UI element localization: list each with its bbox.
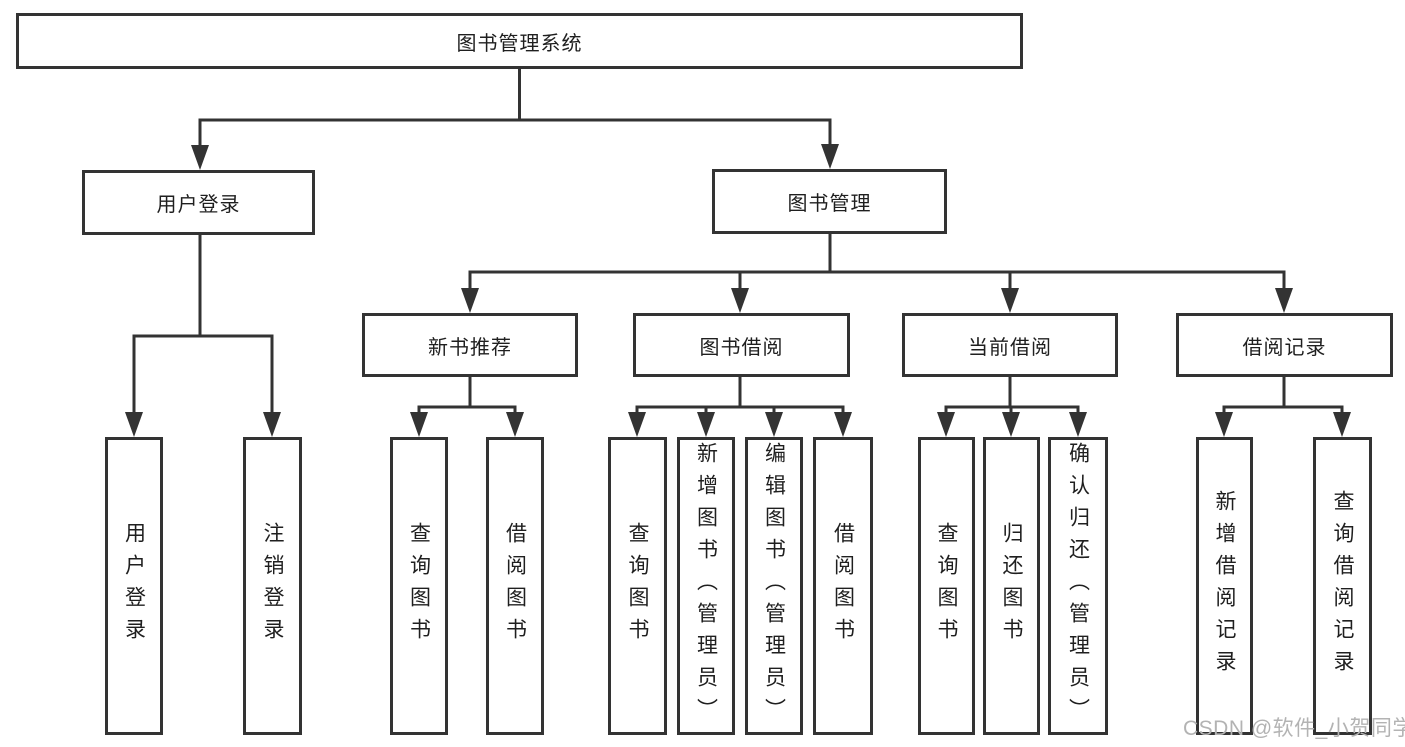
arrow-down-icon bbox=[1215, 412, 1233, 437]
connector-root-to-level2 bbox=[198, 68, 832, 152]
node-root: 图书管理系统 bbox=[16, 13, 1023, 69]
leaf-logout-label: 注销登录 bbox=[261, 522, 284, 650]
arrow-down-icon bbox=[263, 412, 281, 437]
connector-lines bbox=[132, 68, 1344, 420]
arrow-down-icon bbox=[1275, 288, 1293, 313]
arrowheads bbox=[125, 144, 1351, 437]
arrow-down-icon bbox=[1333, 412, 1351, 437]
leaf-query-borrow-record: 查询借阅记录 bbox=[1313, 437, 1372, 735]
leaf-confirm-return-admin: 确认归还（管理员） bbox=[1048, 437, 1108, 735]
arrow-down-icon bbox=[834, 412, 852, 437]
arrow-down-icon bbox=[191, 145, 209, 170]
node-current-borrowing: 当前借阅 bbox=[902, 313, 1118, 377]
arrow-down-icon bbox=[731, 288, 749, 313]
arrow-down-icon bbox=[765, 412, 783, 437]
leaf-confirm-return-admin-label: 确认归还（管理员） bbox=[1066, 442, 1090, 730]
leaf-add-borrow-record: 新增借阅记录 bbox=[1196, 437, 1253, 735]
node-current-borrowing-label: 当前借阅 bbox=[968, 336, 1052, 359]
node-book-management: 图书管理 bbox=[712, 169, 947, 234]
arrow-down-icon bbox=[506, 412, 524, 437]
node-book-management-label: 图书管理 bbox=[787, 193, 872, 215]
node-root-label: 图书管理系统 bbox=[456, 32, 583, 55]
leaf-query-books-borrow: 查询图书 bbox=[608, 437, 667, 735]
arrow-down-icon bbox=[628, 412, 646, 437]
leaf-borrow-books-recommend: 借阅图书 bbox=[486, 437, 544, 735]
leaf-borrow-books: 借阅图书 bbox=[813, 437, 873, 735]
connector-book-management-level3 bbox=[468, 233, 1286, 296]
node-borrowing-records-label: 借阅记录 bbox=[1242, 336, 1327, 359]
node-new-book-recommendation-label: 新书推荐 bbox=[428, 336, 512, 359]
connector-book-borrow-children bbox=[635, 377, 845, 420]
leaf-query-books-borrow-label: 查询图书 bbox=[626, 522, 649, 650]
leaf-edit-book-admin-label: 编辑图书（管理员） bbox=[762, 442, 786, 730]
arrow-down-icon bbox=[697, 412, 715, 437]
leaf-add-book-admin: 新增图书（管理员） bbox=[677, 437, 735, 735]
connector-new-book-children bbox=[417, 377, 517, 420]
leaf-user-login: 用户登录 bbox=[105, 437, 163, 735]
node-borrowing-records: 借阅记录 bbox=[1176, 313, 1393, 377]
leaf-return-book: 归还图书 bbox=[983, 437, 1040, 735]
leaf-query-books-current: 查询图书 bbox=[918, 437, 975, 735]
arrow-down-icon bbox=[125, 412, 143, 437]
leaf-query-books-recommend-label: 查询图书 bbox=[407, 522, 431, 650]
arrow-down-icon bbox=[1001, 288, 1019, 313]
leaf-return-book-label: 归还图书 bbox=[1000, 522, 1023, 650]
connector-user-login-children bbox=[132, 234, 274, 420]
node-book-borrowing-label: 图书借阅 bbox=[699, 336, 784, 359]
node-book-borrowing: 图书借阅 bbox=[633, 313, 850, 377]
leaf-add-book-admin-label: 新增图书（管理员） bbox=[694, 442, 718, 730]
leaf-borrow-books-recommend-label: 借阅图书 bbox=[503, 522, 527, 650]
leaf-edit-book-admin: 编辑图书（管理员） bbox=[745, 437, 803, 735]
leaf-query-books-current-label: 查询图书 bbox=[935, 522, 958, 650]
node-user-login: 用户登录 bbox=[82, 170, 315, 235]
leaf-query-books-recommend: 查询图书 bbox=[390, 437, 448, 735]
arrow-down-icon bbox=[410, 412, 428, 437]
leaf-query-borrow-record-label: 查询借阅记录 bbox=[1331, 490, 1354, 682]
arrow-down-icon bbox=[1002, 412, 1020, 437]
arrow-down-icon bbox=[1069, 412, 1087, 437]
leaf-user-login-label: 用户登录 bbox=[122, 522, 146, 650]
arrow-down-icon bbox=[821, 144, 839, 169]
arrow-down-icon bbox=[937, 412, 955, 437]
watermark: CSDN @软件_小贺同学 bbox=[1183, 717, 1405, 740]
connector-borrow-records-children bbox=[1222, 377, 1344, 420]
arrow-down-icon bbox=[461, 288, 479, 313]
node-new-book-recommendation: 新书推荐 bbox=[362, 313, 578, 377]
leaf-logout: 注销登录 bbox=[243, 437, 302, 735]
leaf-add-borrow-record-label: 新增借阅记录 bbox=[1213, 490, 1236, 682]
node-user-login-label: 用户登录 bbox=[156, 194, 241, 216]
leaf-borrow-books-label: 借阅图书 bbox=[831, 522, 855, 650]
